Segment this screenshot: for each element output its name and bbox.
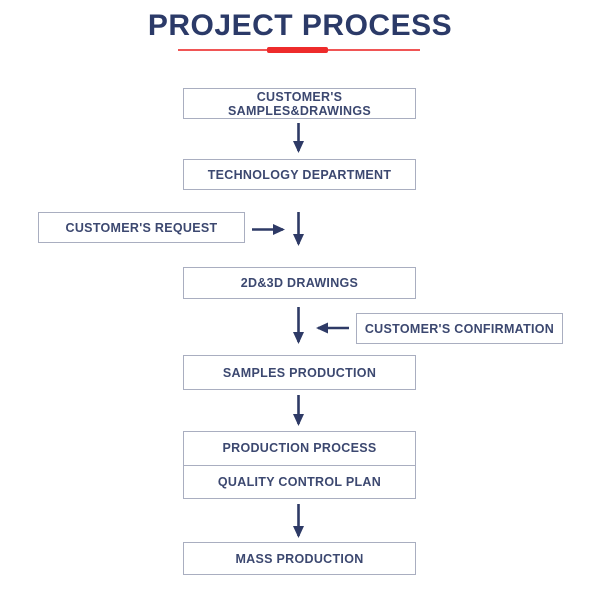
node-customers-confirmation: CUSTOMER'S CONFIRMATION <box>356 313 563 344</box>
node-customers-request: CUSTOMER'S REQUEST <box>38 212 245 243</box>
node-label: QUALITY CONTROL PLAN <box>217 474 382 489</box>
node-technology-department: TECHNOLOGY DEPARTMENT <box>183 159 416 190</box>
node-label: MASS PRODUCTION <box>235 551 364 566</box>
node-production-process: PRODUCTION PROCESS <box>184 432 415 466</box>
page-title: PROJECT PROCESS <box>147 9 453 42</box>
node-label: 2D&3D DRAWINGS <box>240 276 359 290</box>
node-samples-production: SAMPLES PRODUCTION <box>183 355 416 390</box>
node-label: SAMPLES PRODUCTION <box>222 365 377 380</box>
title-underline-accent <box>267 47 328 53</box>
node-label: CUSTOMER'S REQUEST <box>65 220 218 235</box>
node-2d-3d-drawings: 2D&3D DRAWINGS <box>183 267 416 299</box>
node-mass-production: MASS PRODUCTION <box>183 542 416 575</box>
node-customers-samples-drawings: CUSTOMER'S SAMPLES&DRAWINGS <box>183 88 416 119</box>
node-production-and-quality: PRODUCTION PROCESS QUALITY CONTROL PLAN <box>183 431 416 499</box>
node-label: PRODUCTION PROCESS <box>222 441 377 456</box>
node-label: CUSTOMER'S CONFIRMATION <box>364 321 555 336</box>
node-quality-control-plan: QUALITY CONTROL PLAN <box>184 466 415 499</box>
node-label: CUSTOMER'S SAMPLES&DRAWINGS <box>227 89 371 118</box>
node-label: TECHNOLOGY DEPARTMENT <box>207 167 392 182</box>
